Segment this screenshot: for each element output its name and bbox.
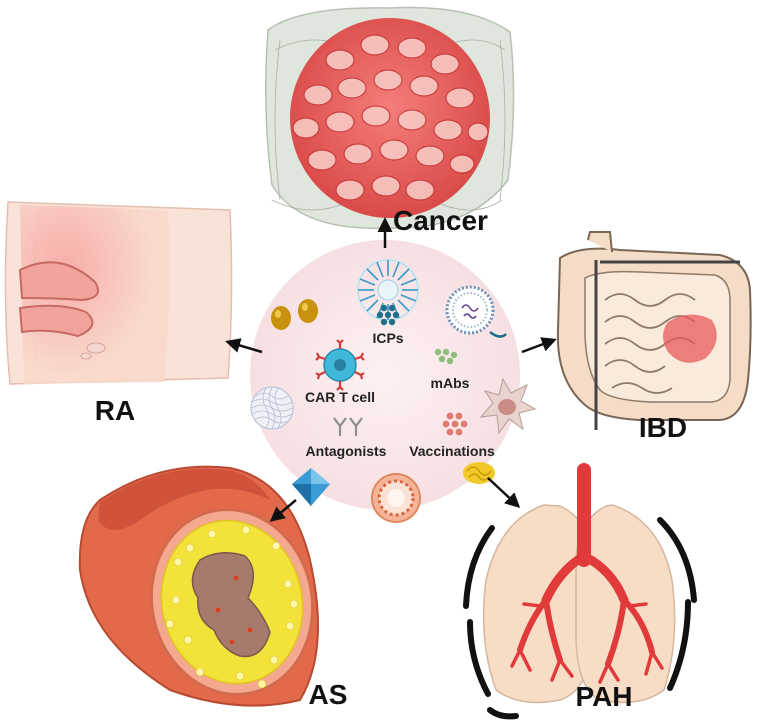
tumor-cells [292, 34, 489, 201]
ibd-intestine-illustration [556, 231, 752, 430]
mabs-label: mAbs [431, 375, 470, 391]
arrow-to-as [269, 499, 297, 522]
mabs-icon [434, 348, 458, 365]
car-t-cell-label: CAR T cell [305, 389, 375, 405]
as-artery-illustration [78, 465, 319, 707]
micelle-icon [357, 259, 419, 321]
vaccinations-label: Vaccinations [409, 443, 495, 459]
dendritic-cell-icon [479, 377, 537, 435]
vaccine-particles-icon [442, 412, 468, 436]
arrow-to-ra [225, 338, 263, 354]
pah-label: PAH [575, 681, 632, 712]
pah-lungs-illustration [463, 463, 697, 720]
ra-label: RA [95, 395, 135, 426]
plaque-texture [165, 525, 299, 689]
pulmonary-vessels [510, 463, 664, 684]
as-label: AS [309, 679, 348, 710]
ring-nanoparticle-icon [371, 473, 421, 523]
yellow-polymer-icon [463, 462, 495, 484]
ra-joint-illustration [4, 201, 233, 385]
car-t-cell-icon [315, 339, 365, 391]
crystal-nanoparticle-icon [292, 468, 330, 506]
antagonists-label: Antagonists [306, 443, 387, 459]
hydrogel-sphere-icon [250, 386, 294, 430]
ibd-label: IBD [639, 412, 687, 443]
gold-nanoparticle-icon [271, 299, 318, 330]
arrow-to-ibd [521, 337, 557, 354]
liposome-icon [445, 285, 507, 338]
icps-label: ICPs [372, 330, 403, 346]
cancer-label: Cancer [393, 205, 488, 236]
icp-molecule-icon [376, 304, 400, 326]
arrows [225, 217, 557, 522]
cancer-tumor-illustration [265, 6, 515, 230]
arrow-to-pah [487, 477, 521, 509]
antagonist-antibody-icon [333, 417, 363, 436]
